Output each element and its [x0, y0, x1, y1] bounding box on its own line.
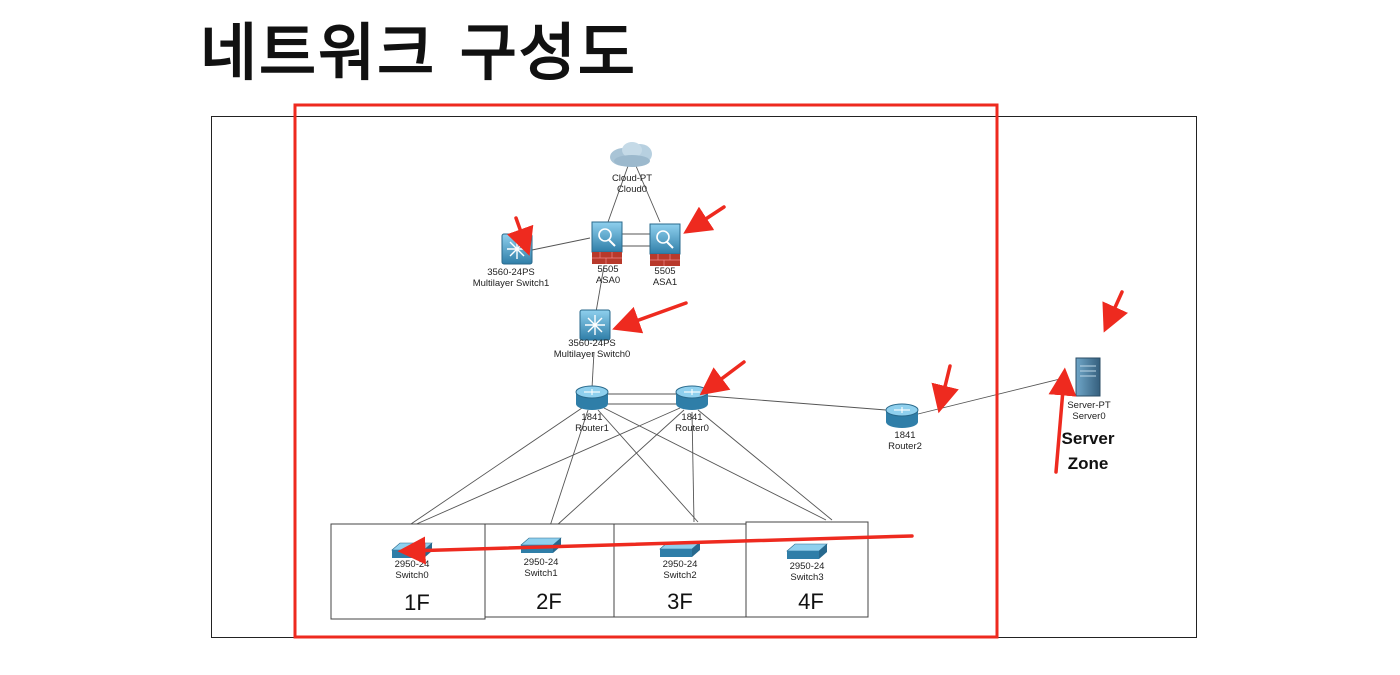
mlswitch1-name-label: Multilayer Switch1	[473, 278, 550, 289]
arrow-mlswitch0	[612, 301, 688, 334]
page-title: 네트워크 구성도	[200, 16, 637, 89]
link-mlswitch0-router1	[591, 351, 595, 389]
link-asa0-mlswitch0	[595, 265, 605, 313]
annotation-arrows	[397, 205, 1128, 565]
arrow-router2	[931, 364, 959, 414]
highlight-box	[293, 103, 999, 639]
mlswitch1-model-label: 3560-24PS	[487, 267, 535, 278]
cloud-icon[interactable]	[610, 142, 652, 167]
switch3-name-label: Switch3	[790, 572, 823, 583]
arrow-server-zone	[1048, 367, 1077, 474]
link-router1-switch2	[597, 409, 699, 523]
firewall-asa1-icon[interactable]	[649, 223, 681, 266]
floor-box-3f	[613, 523, 747, 618]
firewall-asa0-icon[interactable]	[591, 221, 623, 264]
server0-name-label: Server0	[1072, 411, 1105, 422]
mlswitch0-model-label: 3560-24PS	[568, 338, 616, 349]
arrow-router0	[699, 360, 746, 396]
router1-name-label: Router1	[575, 423, 609, 434]
asa0-model-label: 5505	[597, 264, 618, 275]
server-icon[interactable]	[1075, 357, 1101, 397]
asa1-name-label: ASA1	[653, 277, 677, 288]
server-zone-label-line1: Server	[1062, 429, 1115, 448]
cloud0-model-label: Cloud-PT	[612, 173, 652, 184]
floor-label-4f: 4F	[798, 589, 824, 614]
asa0-name-label: ASA0	[596, 275, 620, 286]
link-asa0-cloud	[607, 165, 629, 223]
switch1-icon[interactable]	[520, 537, 562, 553]
link-router1-switch3	[603, 407, 827, 521]
switch3-model-label: 2950-24	[790, 561, 825, 572]
router2-name-label: Router2	[888, 441, 922, 452]
router0-name-label: Router0	[675, 423, 709, 434]
switch0-name-label: Switch0	[395, 570, 428, 581]
links	[407, 165, 1065, 527]
switch2-model-label: 2950-24	[663, 559, 698, 570]
multilayer-switch-icon[interactable]	[501, 233, 533, 265]
switch2-name-label: Switch2	[663, 570, 696, 581]
router1-model-label: 1841	[581, 412, 602, 423]
server-zone-label-line2: Zone	[1068, 454, 1109, 473]
asa1-model-label: 5505	[654, 266, 675, 277]
switch0-model-label: 2950-24	[395, 559, 430, 570]
arrow-server0	[1102, 290, 1128, 333]
server0-model-label: Server-PT	[1067, 400, 1110, 411]
cloud0-name-label: Cloud0	[617, 184, 647, 195]
link-router0-switch2	[691, 411, 695, 523]
link-router0-router2	[707, 395, 887, 411]
link-router1-switch1	[549, 409, 589, 527]
router2-model-label: 1841	[894, 430, 915, 441]
switch1-model-label: 2950-24	[524, 557, 559, 568]
router0-model-label: 1841	[681, 412, 702, 423]
link-asa1-cloud	[635, 165, 661, 223]
link-router0-switch3	[697, 409, 833, 521]
floor-label-3f: 3F	[667, 589, 693, 614]
multilayer-switch-icon[interactable]	[579, 309, 611, 341]
router0-icon[interactable]	[675, 385, 709, 410]
router1-icon[interactable]	[575, 385, 609, 410]
arrow-asa1	[683, 205, 726, 234]
router2-icon[interactable]	[885, 403, 919, 428]
link-router2-server0	[917, 377, 1065, 415]
switch1-name-label: Switch1	[524, 568, 557, 579]
link-mlswitch1-asa0	[531, 237, 591, 251]
link-router0-switch1	[555, 409, 685, 527]
arrow-mlswitch1	[506, 216, 534, 256]
link-router0-switch0	[411, 407, 681, 527]
floor-label-1f: 1F	[404, 590, 430, 615]
switch3-icon[interactable]	[786, 543, 828, 559]
floor-label-2f: 2F	[536, 589, 562, 614]
arrow-switches	[397, 534, 914, 565]
link-router1-switch0	[407, 407, 583, 527]
mlswitch0-name-label: Multilayer Switch0	[554, 349, 631, 360]
